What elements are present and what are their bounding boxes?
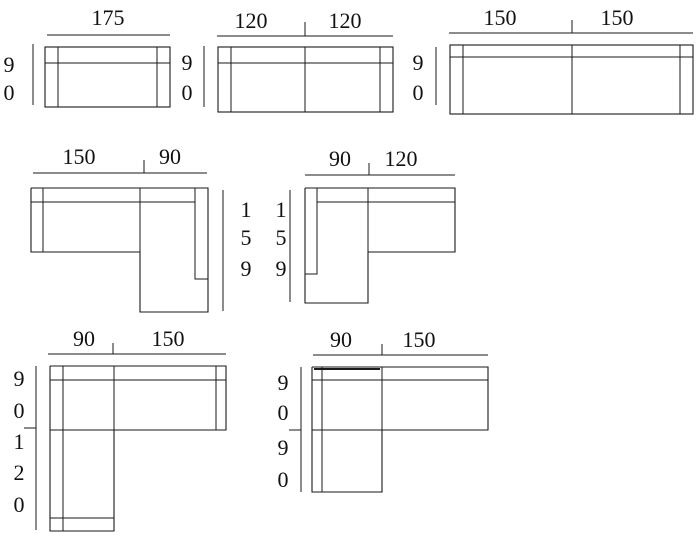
module-corner-short-left: 90 150 9 0 9 0 (278, 327, 489, 493)
width-label-right: 150 (601, 5, 634, 30)
width-label-right: 90 (159, 144, 181, 169)
corner-sofa-outline (49, 365, 227, 532)
depth-label-digit: 1 (14, 429, 25, 454)
depth-label-digit: 0 (182, 80, 193, 105)
module-sofa-240: 120 120 9 0 (182, 8, 394, 113)
width-label-left: 90 (330, 327, 352, 352)
depth-label-digit: 0 (14, 398, 25, 423)
width-label-right: 120 (329, 8, 362, 33)
depth-label-digit: 9 (276, 256, 287, 281)
depth-label-digit: 0 (278, 400, 289, 425)
depth-label-digit: 0 (4, 80, 15, 105)
width-label-left: 150 (63, 144, 96, 169)
depth-label-digit: 9 (278, 370, 289, 395)
depth-label-digit: 2 (14, 460, 25, 485)
width-label-right: 150 (152, 326, 185, 351)
depth-label-digit: 9 (241, 256, 252, 281)
width-label-left: 120 (235, 8, 268, 33)
corner-sofa-outline (30, 187, 209, 313)
depth-label-digit: 9 (413, 50, 424, 75)
module-sofa-175: 175 9 0 (4, 5, 171, 108)
depth-label-digit: 5 (276, 225, 287, 250)
width-label: 175 (92, 5, 125, 30)
corner-sofa-outline (304, 187, 456, 304)
module-corner-right-chaise: 90 120 1 5 9 (276, 146, 456, 304)
depth-label-digit: 1 (241, 197, 252, 222)
module-corner-left-chaise: 150 90 1 5 9 (30, 144, 252, 313)
width-label-left: 90 (329, 146, 351, 171)
depth-label-digit: 0 (14, 492, 25, 517)
sofa-outline (44, 46, 171, 108)
width-label-left: 150 (484, 5, 517, 30)
depth-label-digit: 9 (4, 52, 15, 77)
module-sofa-300: 150 150 9 0 (413, 5, 694, 115)
depth-label-digit: 0 (413, 80, 424, 105)
depth-label-digit: 9 (14, 366, 25, 391)
depth-label-digit: 5 (241, 225, 252, 250)
depth-label-digit: 9 (278, 435, 289, 460)
corner-sofa-outline (311, 366, 489, 493)
sofa-outline (217, 46, 394, 113)
width-label-right: 150 (403, 327, 436, 352)
sofa-outline (449, 44, 694, 115)
width-label-left: 90 (73, 326, 95, 351)
depth-label-digit: 0 (278, 467, 289, 492)
width-label-right: 120 (385, 146, 418, 171)
depth-label-digit: 1 (276, 197, 287, 222)
module-corner-long-left: 90 150 9 0 1 2 0 (14, 326, 227, 532)
depth-label-digit: 9 (182, 50, 193, 75)
